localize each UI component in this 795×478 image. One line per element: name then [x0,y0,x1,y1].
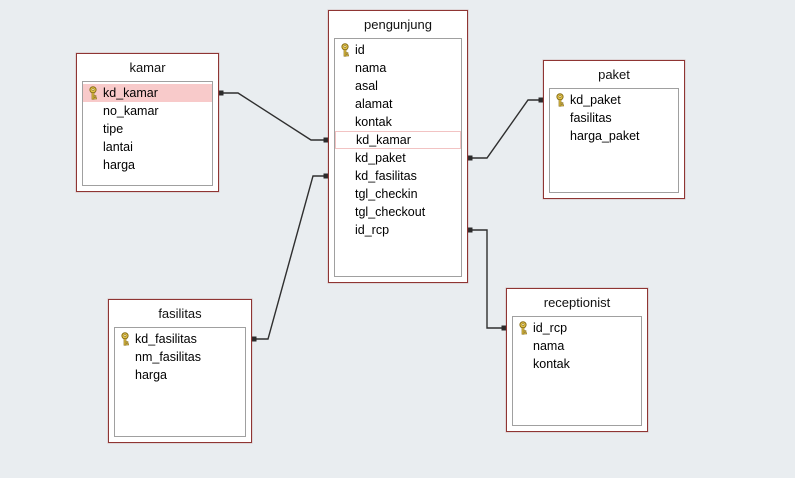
table-paket[interactable]: paket kd_paket fasilitas harga_paket [543,60,685,199]
field-name: kd_fasilitas [355,169,417,183]
field-kamar-tipe[interactable]: tipe [83,120,212,138]
field-name: kd_paket [355,151,406,165]
key-icon [550,93,570,107]
relationship-line-kamar-pengunjung[interactable] [218,90,329,143]
table-title-receptionist: receptionist [543,295,611,310]
field-pengunjung-asal[interactable]: asal [335,77,461,95]
field-name: kd_kamar [103,86,158,100]
field-name: nama [533,339,565,353]
field-receptionist-kontak[interactable]: kontak [513,355,641,373]
field-paket-fasilitas[interactable]: fasilitas [550,109,678,127]
table-title-pengunjung: pengunjung [364,17,432,32]
table-title-fasilitas: fasilitas [158,306,202,321]
field-name: asal [355,79,378,93]
field-name: kd_kamar [356,133,411,147]
field-list-paket: kd_paket fasilitas harga_paket [549,88,679,193]
field-name: nama [355,61,387,75]
field-fasilitas-harga[interactable]: harga [115,366,245,384]
field-pengunjung-id[interactable]: id [335,41,461,59]
field-name: no_kamar [103,104,159,118]
field-pengunjung-tgl_checkin[interactable]: tgl_checkin [335,185,461,203]
field-name: lantai [103,140,133,154]
field-name: harga [103,158,135,172]
field-name: tgl_checkin [355,187,418,201]
field-name: id_rcp [355,223,390,237]
relationship-line-pengunjung-receptionist[interactable] [467,227,507,331]
field-name: kd_paket [570,93,621,107]
field-pengunjung-kd_kamar[interactable]: kd_kamar [335,131,461,149]
field-name: id_rcp [533,321,568,335]
key-icon [115,332,135,346]
field-name: fasilitas [570,111,612,125]
field-fasilitas-kd_fasilitas[interactable]: kd_fasilitas [115,330,245,348]
field-name: harga [135,368,167,382]
field-kamar-no_kamar[interactable]: no_kamar [83,102,212,120]
field-kamar-lantai[interactable]: lantai [83,138,212,156]
field-paket-kd_paket[interactable]: kd_paket [550,91,678,109]
field-name: nm_fasilitas [135,350,201,364]
field-name: id [355,43,365,57]
field-pengunjung-kd_paket[interactable]: kd_paket [335,149,461,167]
field-name: harga_paket [570,129,640,143]
field-pengunjung-tgl_checkout[interactable]: tgl_checkout [335,203,461,221]
key-icon [513,321,533,335]
field-fasilitas-nm_fasilitas[interactable]: nm_fasilitas [115,348,245,366]
field-name: kontak [533,357,570,371]
table-pengunjung[interactable]: pengunjung id nama asal alamat kontak kd_kamar… [328,10,468,283]
relationship-line-fasilitas-pengunjung[interactable] [251,173,329,342]
field-pengunjung-alamat[interactable]: alamat [335,95,461,113]
field-name: kd_fasilitas [135,332,197,346]
key-icon [83,86,103,100]
relationship-line-pengunjung-paket[interactable] [467,97,544,161]
field-name: tgl_checkout [355,205,426,219]
field-pengunjung-nama[interactable]: nama [335,59,461,77]
field-name: kontak [355,115,392,129]
field-pengunjung-kd_fasilitas[interactable]: kd_fasilitas [335,167,461,185]
field-name: tipe [103,122,124,136]
field-pengunjung-id_rcp[interactable]: id_rcp [335,221,461,239]
table-title-paket: paket [598,67,630,82]
field-receptionist-nama[interactable]: nama [513,337,641,355]
field-kamar-kd_kamar[interactable]: kd_kamar [83,84,212,102]
table-title-kamar: kamar [129,60,166,75]
field-receptionist-id_rcp[interactable]: id_rcp [513,319,641,337]
field-kamar-harga[interactable]: harga [83,156,212,174]
field-paket-harga_paket[interactable]: harga_paket [550,127,678,145]
field-name: alamat [355,97,393,111]
key-icon [335,43,355,57]
field-pengunjung-kontak[interactable]: kontak [335,113,461,131]
